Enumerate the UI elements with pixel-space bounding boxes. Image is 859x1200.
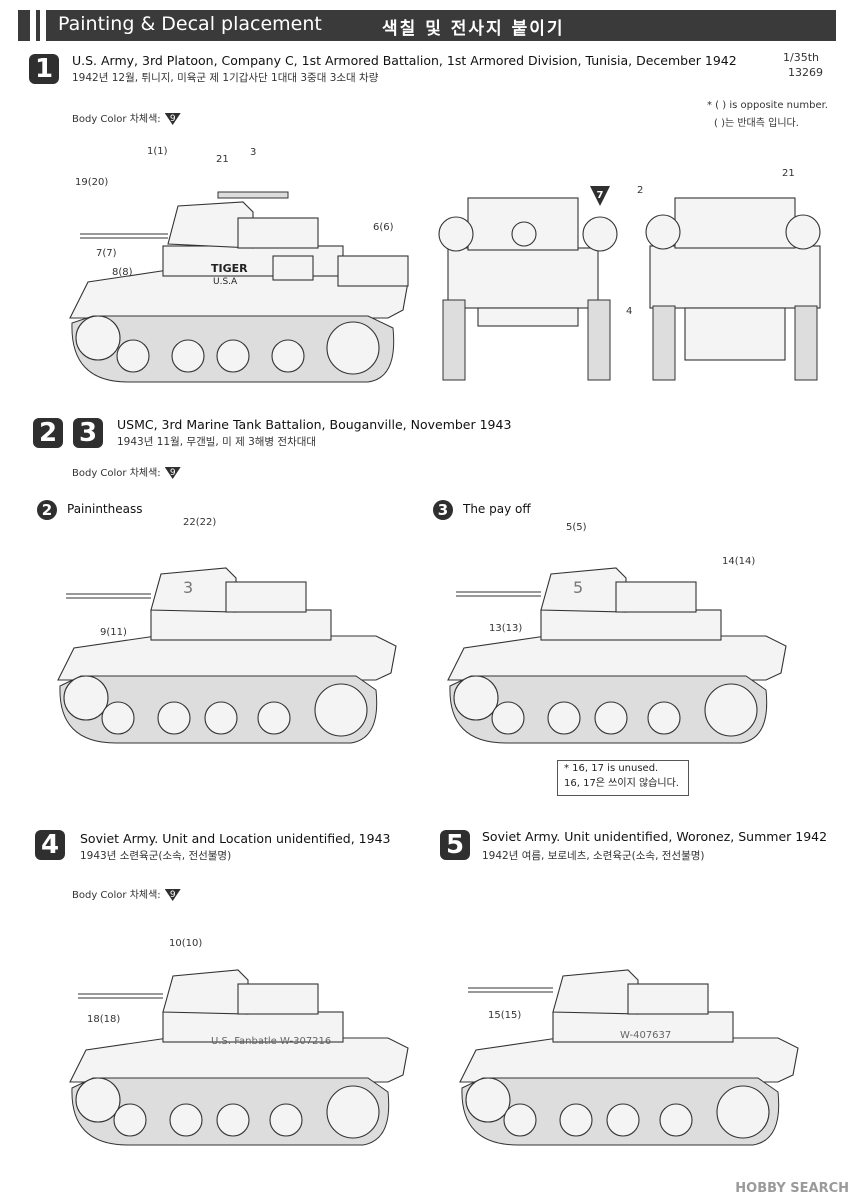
body-color-text: Body Color 차체색: — [72, 890, 161, 901]
scheme-number-badge: 4 — [35, 830, 65, 860]
tank-side-view-5 — [459, 969, 799, 1146]
watermark-logo: HOBBY SEARCH — [735, 1181, 849, 1196]
callout-21: 21 — [216, 154, 229, 165]
scheme3-name: The pay off — [463, 502, 531, 516]
scheme-number-badge: 3 — [73, 418, 103, 448]
hull-marking: U.S. Fanbatle W-307216 — [211, 1036, 332, 1047]
callout-10: 10(10) — [169, 938, 203, 949]
header-title: Painting & Decal placement — [58, 13, 322, 35]
turret-number-marking: 3 — [183, 578, 194, 597]
scheme1-subtitle: 1942년 12월, 튀니지, 미육군 제 1기갑사단 1대대 3중대 3소대 … — [72, 72, 379, 84]
scheme-number-badge: 1 — [29, 54, 59, 84]
callout-13: 13(13) — [489, 623, 523, 634]
scheme-number-badge: 2 — [33, 418, 63, 448]
tank-front-view — [438, 197, 618, 381]
opposite-note-ko: ( )는 반대측 입니다. — [714, 118, 799, 129]
callout-15: 15(15) — [488, 1010, 522, 1021]
unused-note-en: * 16, 17 is unused. — [564, 763, 659, 774]
section-header — [18, 10, 836, 41]
unused-decals-note: * 16, 17 is unused. 16, 17은 쓰이지 않습니다. — [557, 760, 689, 796]
callout-8: 8(8) — [112, 267, 133, 278]
tank-side-view-3 — [447, 567, 787, 744]
tank-side-view-2 — [57, 567, 397, 744]
turret-number-marking: 5 — [573, 578, 584, 597]
callout-5: 5(5) — [566, 522, 587, 533]
hull-marking: W-407637 — [620, 1030, 672, 1041]
scheme5-title: Soviet Army. Unit unidentified, Woronez,… — [482, 829, 828, 844]
color-code-chip: 9 — [164, 467, 181, 479]
body-color-label: Body Color 차체색:9 — [72, 110, 181, 125]
callout-18: 18(18) — [87, 1014, 121, 1025]
scheme-number-badge: 3 — [433, 500, 453, 520]
tank-country-marking: U.S.A — [213, 277, 238, 287]
callout-6: 6(6) — [373, 222, 394, 233]
scheme23-title: USMC, 3rd Marine Tank Battalion, Bouganv… — [117, 417, 512, 432]
header-title-korean: 색칠 및 전사지 붙이기 — [382, 19, 565, 39]
callout-14: 14(14) — [722, 556, 756, 567]
callout-22: 22(22) — [183, 517, 217, 528]
callout-9: 9(11) — [100, 627, 127, 638]
color-code-chip: 9 — [164, 889, 181, 901]
tank-side-view-1 — [69, 191, 409, 383]
scheme1-title: U.S. Army, 3rd Platoon, Company C, 1st A… — [72, 53, 737, 68]
body-color-label: Body Color 차체색:9 — [72, 886, 181, 901]
scheme2-name: Painintheass — [67, 502, 143, 516]
tank-rear-view — [645, 197, 821, 381]
scheme4-subtitle: 1943년 소련육군(소속, 전선불명) — [80, 850, 232, 862]
body-color-text: Body Color 차체색: — [72, 468, 161, 479]
opposite-note: * ( ) is opposite number. — [707, 100, 828, 111]
scale-label: 1/35th — [783, 51, 819, 64]
callout-2: 2 — [637, 185, 644, 196]
scheme4-title: Soviet Army. Unit and Location unidentif… — [80, 831, 391, 846]
scheme-number-badge: 2 — [37, 500, 57, 520]
callout-7: 7(7) — [96, 248, 117, 259]
color-code-chip: 9 — [164, 113, 181, 125]
callout-19: 19(20) — [75, 177, 109, 188]
scheme23-subtitle: 1943년 11월, 무갠빌, 미 제 3해병 전차대대 — [117, 436, 317, 448]
scheme5-subtitle: 1942년 여름, 보로네츠, 소련육군(소속, 전선불명) — [482, 850, 705, 862]
body-color-label: Body Color 차체색:9 — [72, 464, 181, 479]
tank-side-view-4 — [69, 969, 409, 1146]
header-roman-numeral-icon — [30, 10, 50, 41]
callout-1: 1(1) — [147, 146, 168, 157]
unused-note-ko: 16, 17은 쓰이지 않습니다. — [564, 778, 679, 789]
tank-name-marking: TIGER — [211, 262, 248, 275]
callout-4: 4 — [626, 306, 633, 317]
scheme-number-badge: 5 — [440, 830, 470, 860]
body-color-text: Body Color 차체색: — [72, 114, 161, 125]
callout-21-rear: 21 — [782, 168, 795, 179]
kit-number: 13269 — [788, 66, 823, 79]
callout-3: 3 — [250, 147, 257, 158]
